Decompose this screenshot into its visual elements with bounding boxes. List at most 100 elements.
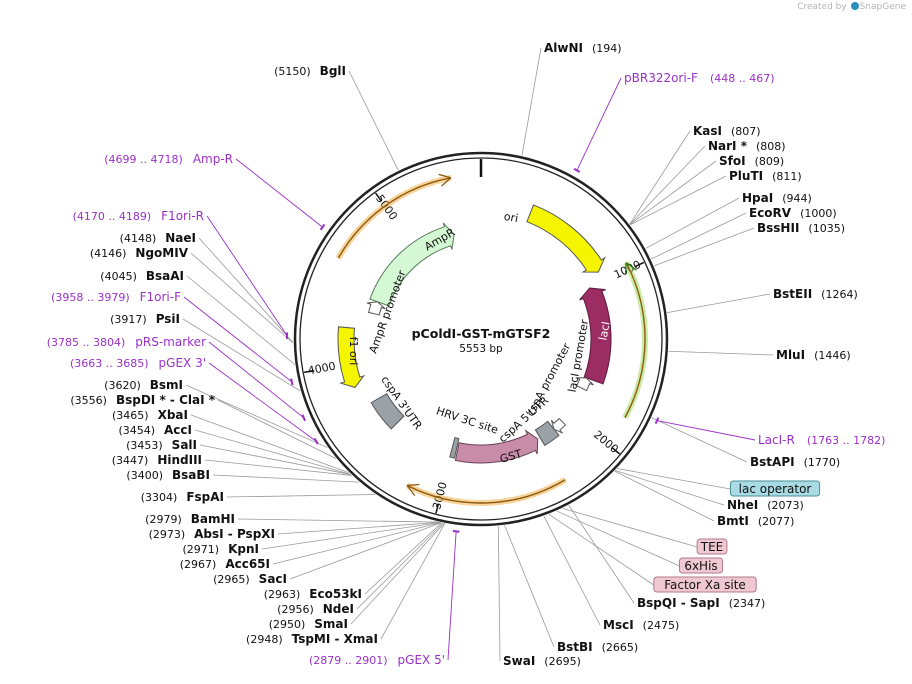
snapgene-brand-text: SnapGene <box>859 2 906 12</box>
enzyme-position: (2077) <box>758 515 795 528</box>
enzyme-name: SfoI <box>719 154 746 168</box>
feature-box-label-factor-xa-site: Factor Xa site <box>664 578 746 592</box>
enzyme-position: (3917) <box>110 313 147 326</box>
enzyme-name: Acc65I <box>225 557 270 571</box>
orange-halo-bottom-core <box>406 479 566 504</box>
enzyme-sfoi: SfoI (809) <box>719 154 784 168</box>
enzyme-naei: (4148)NaeI <box>120 231 196 245</box>
primer-name: pGEX 3' <box>159 356 206 370</box>
scale-tick <box>374 192 383 202</box>
primer-mark-f1ori-f <box>290 378 294 386</box>
leader-mlui <box>668 350 774 356</box>
backbone-inner-circle <box>299 157 663 521</box>
enzyme-smai: (2950)SmaI <box>269 617 348 631</box>
enzyme-name: HindIII <box>157 453 202 467</box>
enzyme-bgli: (5150)BglI <box>274 64 346 78</box>
feature-box-label-6xhis: 6xHis <box>684 559 717 573</box>
enzyme-position: (3304) <box>141 491 178 504</box>
primer-leader-f1ori-r <box>206 215 288 336</box>
enzyme-position: (3620) <box>104 379 141 392</box>
feature-cspa-promoter <box>550 417 567 434</box>
enzyme-absi-pspxi: (2973)AbsI - PspXI <box>149 527 275 541</box>
leader-lac-operator <box>617 468 731 490</box>
created-by-text: Created by <box>797 2 847 12</box>
feature-box-tee <box>696 538 728 555</box>
enzyme-position: (944) <box>782 192 812 205</box>
scale-tick <box>303 369 315 374</box>
enzyme-pluti: PluTI(811) <box>729 169 802 183</box>
orange-halo-top-core <box>337 177 452 259</box>
enzyme-position: (2979) <box>145 513 182 526</box>
enzyme-name: FspAI <box>186 490 224 504</box>
enzyme-position: (2475) <box>643 619 680 632</box>
feature-box-factor-xa-site <box>653 576 757 593</box>
feature-gst <box>454 429 539 464</box>
enzyme-name: MscI <box>603 618 634 632</box>
leader-pluti <box>630 175 727 226</box>
enzyme-hindiii: (3447) HindIII <box>112 453 202 467</box>
leader-eco53ki <box>364 522 442 595</box>
leader-bsteii <box>667 293 771 314</box>
primer-range: (2879 .. 2901) <box>309 654 388 667</box>
enzyme-position: (1264) <box>821 288 858 301</box>
primer-pgex-3: (3663 .. 3685)pGEX 3' <box>70 356 206 370</box>
enzyme-position: (2971) <box>183 543 220 556</box>
enzyme-name: HpaI <box>742 191 773 205</box>
enzyme-position: (2967) <box>180 558 217 571</box>
enzyme-position: (1000) <box>800 207 837 220</box>
primer-mark-amp-r <box>319 223 326 231</box>
leader-ecorv <box>650 212 747 260</box>
enzyme-position: (3447) <box>112 454 149 467</box>
leader-hpai <box>645 197 740 249</box>
feature-ori-label: ori <box>503 210 519 225</box>
leader-bstbi <box>504 525 555 648</box>
primer-name: F1ori-F <box>140 290 181 304</box>
leader-alwni <box>521 47 542 156</box>
scale-tick <box>634 261 645 268</box>
primer-leader-pgex-3 <box>208 362 317 442</box>
enzyme-eco53ki: (2963)Eco53kI <box>264 587 362 601</box>
enzyme-position: (5150) <box>274 65 311 78</box>
enzyme-acci: (3454)AccI <box>118 423 192 437</box>
primer-mark-pgex-3 <box>313 437 319 445</box>
enzyme-nari: NarI *(808) <box>708 139 786 153</box>
primer-mark-prs-marker <box>301 414 307 422</box>
leader-msci <box>543 515 601 626</box>
backbone-outer-circle <box>293 151 669 527</box>
enzyme-ecorv: EcoRV(1000) <box>749 206 837 220</box>
enzyme-bamhi: (2979)BamHI <box>145 512 235 526</box>
enzyme-position: (2948) <box>246 633 283 646</box>
primer-range: (1763 .. 1782) <box>807 434 886 447</box>
enzyme-name: BstAPI <box>750 455 795 469</box>
enzyme-position: (3556) <box>70 394 107 407</box>
feature-cspa-5utr <box>534 420 560 447</box>
label-leader-lines <box>182 47 774 662</box>
enzyme-name: NarI * <box>708 139 748 153</box>
scale-tick <box>435 503 440 514</box>
leader-psii <box>182 318 301 392</box>
feature-gst-label: GST <box>498 447 523 466</box>
leader-bsshii <box>654 227 755 267</box>
feature-f1-ori <box>337 326 366 389</box>
primer-leader-f1ori-f <box>183 296 293 383</box>
enzyme-position: (809) <box>755 155 785 168</box>
leader-swai <box>497 526 501 662</box>
enzyme-name: MluI <box>776 348 805 362</box>
leader-bstapi <box>651 417 748 463</box>
feature-ori <box>526 204 606 273</box>
created-by-badge: Created by SnapGene <box>797 2 906 12</box>
leader-nari <box>629 145 706 225</box>
site-labels: AlwNI(194)KasI(807)NarI *(808)SfoI(809)P… <box>47 41 886 668</box>
enzyme-position: (2965) <box>213 573 250 586</box>
enzyme-position: (3454) <box>118 424 155 437</box>
enzyme-bsteii: BstEII(1264) <box>773 287 858 301</box>
primer-f1ori-r: (4170 .. 4189)F1ori-R <box>73 209 204 223</box>
enzyme-bsaai: (4045)BsaAI <box>100 269 184 283</box>
feature-laci-promoter <box>575 377 594 392</box>
enzyme-name: PluTI <box>729 169 763 183</box>
primer-prs-marker: (3785 .. 3804)pRS-marker <box>47 335 206 349</box>
enzyme-bmti: BmtI(2077) <box>717 514 794 528</box>
primer-mark-pgex-5 <box>452 529 460 533</box>
feature-laci-label: lacI <box>596 320 612 341</box>
primer-name: Amp-R <box>193 152 233 166</box>
